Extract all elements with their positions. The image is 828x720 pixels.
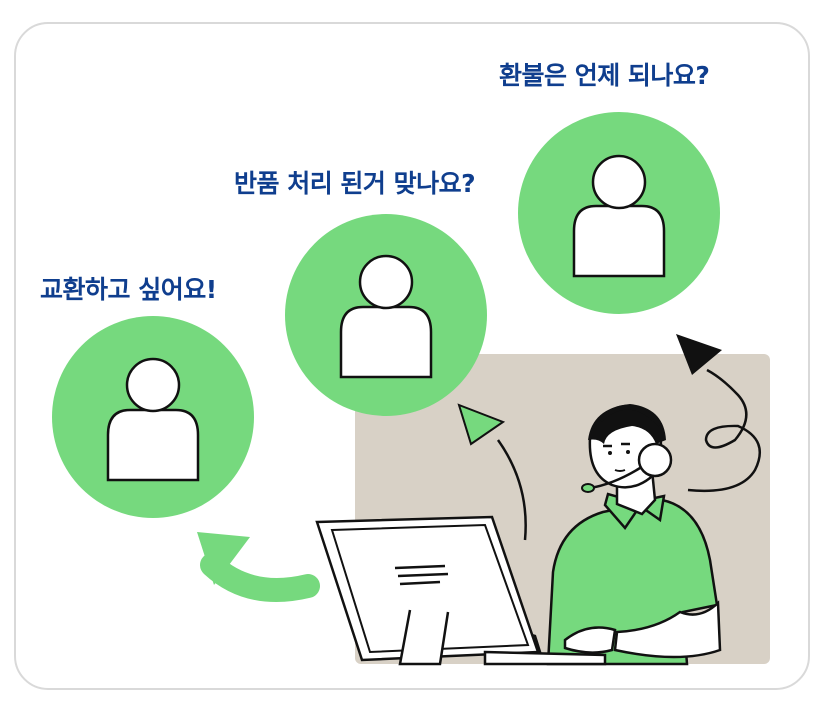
computer-monitor (315, 515, 607, 666)
customer-avatar-icon (339, 254, 433, 379)
green-curved-arrow-icon (197, 532, 320, 602)
headset-icon (598, 404, 662, 427)
customer-question-refund: 환불은 언제 되나요? (499, 61, 710, 90)
customer-avatar-icon (106, 357, 200, 482)
customer-avatar-1 (52, 316, 254, 518)
customer-question-exchange: 교환하고 싶어요! (40, 275, 217, 304)
text-lines-icon (394, 564, 449, 586)
support-agent (494, 404, 722, 666)
black-loop-arrow-icon (676, 334, 761, 492)
customer-avatar-icon (572, 154, 666, 278)
customer-avatar-2 (285, 214, 487, 416)
green-pointer-arrow-icon (457, 403, 527, 541)
customer-question-return: 반품 처리 된거 맞나요? (234, 169, 476, 198)
customer-avatar-3 (518, 112, 720, 314)
